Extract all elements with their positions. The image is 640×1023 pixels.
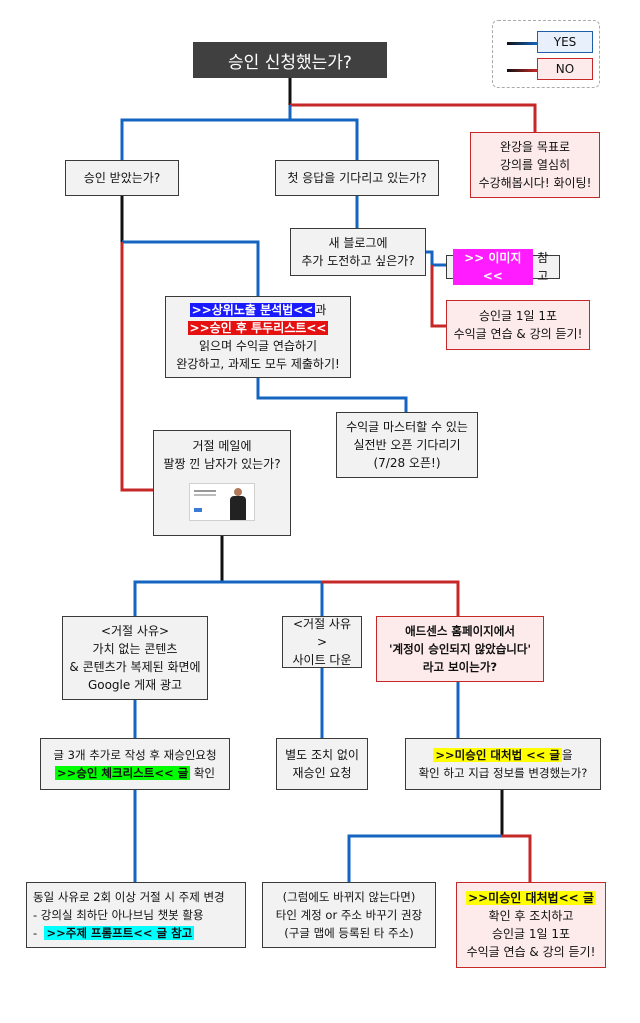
legend: YES NO — [492, 20, 600, 88]
fix-guide-line2: 확인 하고 지급 정보를 변경했는가? — [418, 766, 588, 780]
wire-seo-master — [256, 378, 408, 412]
add-posts-line1: 글 3개 추가로 작성 후 재승인요청 — [53, 748, 217, 762]
rejection-email-thumbnail-icon — [189, 483, 255, 521]
node-seo: >>상위노출 분석법<<과 >>승인 후 투두리스트<< 읽으며 수익글 연습하… — [165, 296, 351, 378]
wire-fix-then — [502, 834, 532, 882]
still-line2: 타인 계정 or 주소 바꾸기 권장 — [275, 908, 423, 922]
fix-guide-mid: 을 — [562, 748, 573, 762]
start-over-line1: 완강을 목표로 — [499, 140, 571, 154]
new-blog-line2: 추가 도전하고 싶은가? — [301, 254, 415, 268]
node-start-over: 완강을 목표로 강의를 열심히 수강해봅시다! 화이팅! — [470, 132, 600, 198]
master-line3: (7/28 오픈!) — [373, 456, 441, 470]
legend-yes: YES — [537, 31, 593, 53]
wire-newblog-yes — [426, 250, 446, 267]
seo-mid: 과 — [315, 303, 327, 317]
reapply-line2: 재승인 요청 — [292, 766, 352, 780]
wire-reject-adsense — [322, 580, 460, 616]
node-reject-mail: 거절 메일에 팔짱 낀 남자가 있는가? — [153, 430, 291, 536]
wire-title-approved — [120, 105, 292, 160]
reason-a-line2: 가치 없는 콘텐츠 — [92, 642, 178, 656]
master-line2: 실전반 오픈 기다리기 — [353, 438, 461, 452]
start-over-line2: 강의를 열심히 — [499, 158, 571, 172]
fix-then-line3: 승인글 1일 1포 — [491, 927, 571, 941]
node-waiting: 첫 응답을 기다리고 있는가? — [275, 160, 439, 196]
adsense-line3: 라고 보이는가? — [422, 660, 498, 674]
approval-post-line2: 수익글 연습 & 강의 듣기! — [453, 327, 583, 341]
new-blog-line1: 새 블로그에 — [328, 236, 388, 250]
master-line1: 수익글 마스터할 수 있는 — [346, 420, 468, 434]
checklist-link[interactable]: >>승인 체크리스트<< 글 — [54, 766, 191, 780]
node-still: (그럼에도 바뀌지 않는다면) 타인 계정 or 주소 바꾸기 권장 (구글 맵… — [262, 882, 436, 948]
reason-a-line1: <거절 사유> — [100, 624, 170, 638]
node-new-blog: 새 블로그에 추가 도전하고 싶은가? — [290, 228, 426, 276]
reject-mail-line1: 거절 메일에 — [192, 439, 252, 453]
twice-line2: - 강의실 최하단 아나브님 챗봇 활용 — [33, 908, 204, 922]
reason-a-line4: Google 게재 광고 — [87, 678, 183, 692]
wire-approved-no — [120, 242, 153, 492]
node-approval-post: 승인글 1일 1포 수익글 연습 & 강의 듣기! — [446, 300, 590, 350]
topic-prompt-link[interactable]: >>주제 프롬프트<< 글 참고 — [44, 926, 195, 940]
add-posts-line2: >>승인 체크리스트<< 글 확인 — [54, 764, 216, 782]
seo-line4: 완강하고, 과제도 모두 제출하기! — [176, 357, 340, 371]
fix-then-line1: >>미승인 대처법<< 글 — [466, 889, 596, 907]
wire-newblog-no — [430, 265, 446, 328]
image-ref-link[interactable]: >> 이미지 << — [453, 249, 533, 285]
fix-then-link[interactable]: >>미승인 대처법<< 글 — [466, 891, 596, 905]
reason-a-line3: & 콘텐츠가 복제된 화면에 — [69, 660, 201, 674]
seo-line2: >>승인 후 투두리스트<< — [187, 319, 329, 337]
still-line3: (구글 맵에 등록된 타 주소) — [284, 926, 414, 940]
reason-b-line2: 사이트 다운 — [292, 653, 352, 667]
adsense-line1: 애드센스 홈페이지에서 — [405, 624, 515, 638]
node-reason-a: <거절 사유> 가치 없는 콘텐츠 & 콘텐츠가 복제된 화면에 Google … — [62, 616, 208, 700]
image-ref-text: 참고 — [537, 251, 549, 283]
twice-line1: 동일 사유로 2회 이상 거절 시 주제 변경 — [33, 890, 225, 904]
reject-mail-line2: 팔짱 낀 남자가 있는가? — [163, 457, 281, 471]
seo-line3: 읽으며 수익글 연습하기 — [198, 339, 318, 353]
still-line1: (그럼에도 바뀌지 않는다면) — [282, 890, 416, 904]
node-reapply: 별도 조치 없이 재승인 요청 — [276, 738, 368, 790]
start-over-line3: 수강해봅시다! 화이팅! — [478, 176, 592, 190]
twice-line3-prefix: - — [33, 926, 45, 940]
twice-line3: - >>주제 프롬프트<< 글 참고 — [33, 924, 195, 942]
node-twice: 동일 사유로 2회 이상 거절 시 주제 변경 - 강의실 최하단 아나브님 챗… — [26, 882, 246, 948]
wire-title-no — [290, 103, 537, 132]
node-master: 수익글 마스터할 수 있는 실전반 오픈 기다리기 (7/28 오픈!) — [336, 412, 478, 478]
node-image-ref: >> 이미지 <<참고 — [446, 249, 560, 285]
wire-fix-still — [347, 834, 502, 882]
fix-guide-link[interactable]: >>미승인 대처법 << 글 — [433, 748, 563, 762]
legend-yes-line — [507, 42, 537, 45]
fix-then-line2: 확인 후 조치하고 — [488, 909, 574, 923]
node-reason-b: <거절 사유> 사이트 다운 — [282, 616, 362, 668]
title-node: 승인 신청했는가? — [193, 42, 387, 78]
todo-link[interactable]: >>승인 후 투두리스트<< — [187, 321, 329, 335]
approval-post-line1: 승인글 1일 1포 — [478, 309, 558, 323]
fix-then-line4: 수익글 연습 & 강의 듣기! — [466, 945, 596, 959]
adsense-line2: '계정이 승인되지 않았습니다' — [388, 642, 531, 656]
seo-link[interactable]: >>상위노출 분석법<< — [189, 303, 316, 317]
legend-no-line — [507, 69, 537, 72]
wire-reject-b — [222, 580, 324, 616]
add-posts-rest: 확인 — [190, 766, 216, 780]
legend-no: NO — [537, 58, 593, 80]
node-fix-then: >>미승인 대처법<< 글 확인 후 조치하고 승인글 1일 1포 수익글 연습… — [456, 882, 606, 968]
wire-reject-a — [133, 580, 222, 616]
node-approved: 승인 받았는가? — [65, 160, 179, 196]
wire-title-waiting — [290, 118, 359, 160]
node-add-posts: 글 3개 추가로 작성 후 재승인요청 >>승인 체크리스트<< 글 확인 — [40, 738, 230, 790]
wire-approved-yes — [122, 240, 260, 296]
seo-line1: >>상위노출 분석법<<과 — [189, 301, 327, 319]
reapply-line1: 별도 조치 없이 — [285, 748, 359, 762]
node-adsense: 애드센스 홈페이지에서 '계정이 승인되지 않았습니다' 라고 보이는가? — [376, 616, 544, 682]
reason-b-line1: <거절 사유> — [292, 617, 352, 649]
